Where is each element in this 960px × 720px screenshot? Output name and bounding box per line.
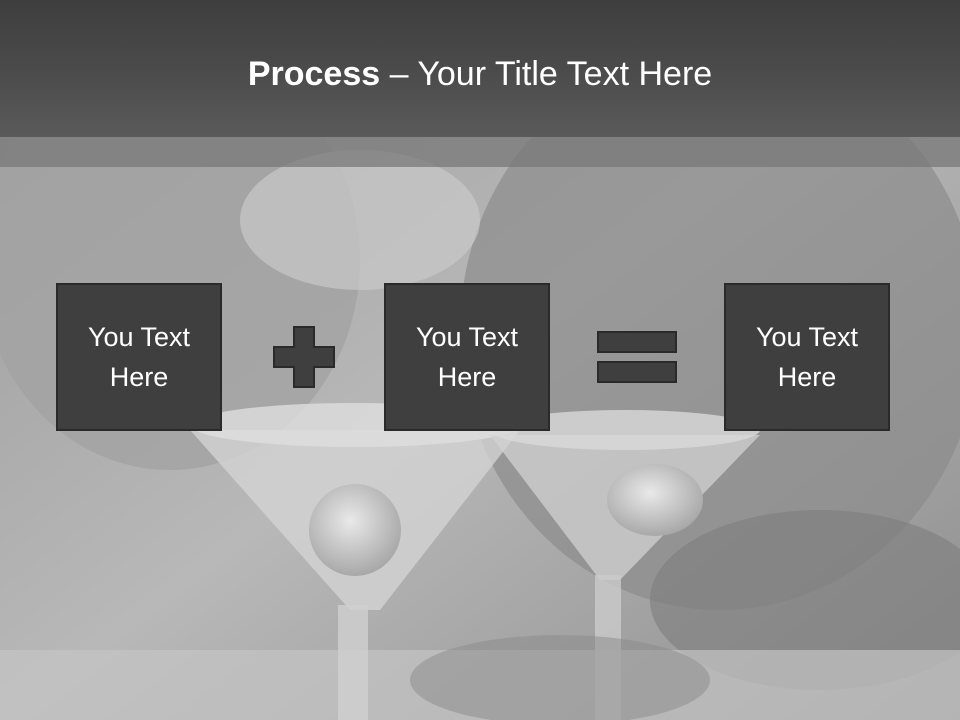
process-box-1-text: You Text Here [74,317,204,397]
title-bar [0,0,960,137]
process-box-2-line2: Here [437,362,497,392]
process-box-3-line2: Here [777,362,837,392]
process-box-1-line2: Here [109,362,169,392]
plus-icon [273,326,335,388]
process-box-1-line1: You Text [87,322,191,352]
slide-title: Process – Your Title Text Here [0,52,960,96]
process-box-3-line1: You Text [755,322,859,352]
process-box-2-text: You Text Here [402,317,532,397]
title-rest: – Your Title Text Here [380,55,713,93]
title-band [0,137,960,167]
process-box-3-text: You Text Here [742,317,872,397]
equals-icon [597,331,677,383]
process-box-3[interactable]: You Text Here [724,283,890,431]
process-box-2-line1: You Text [415,322,519,352]
title-bold: Process [247,55,381,93]
process-box-1[interactable]: You Text Here [56,283,222,431]
process-box-2[interactable]: You Text Here [384,283,550,431]
